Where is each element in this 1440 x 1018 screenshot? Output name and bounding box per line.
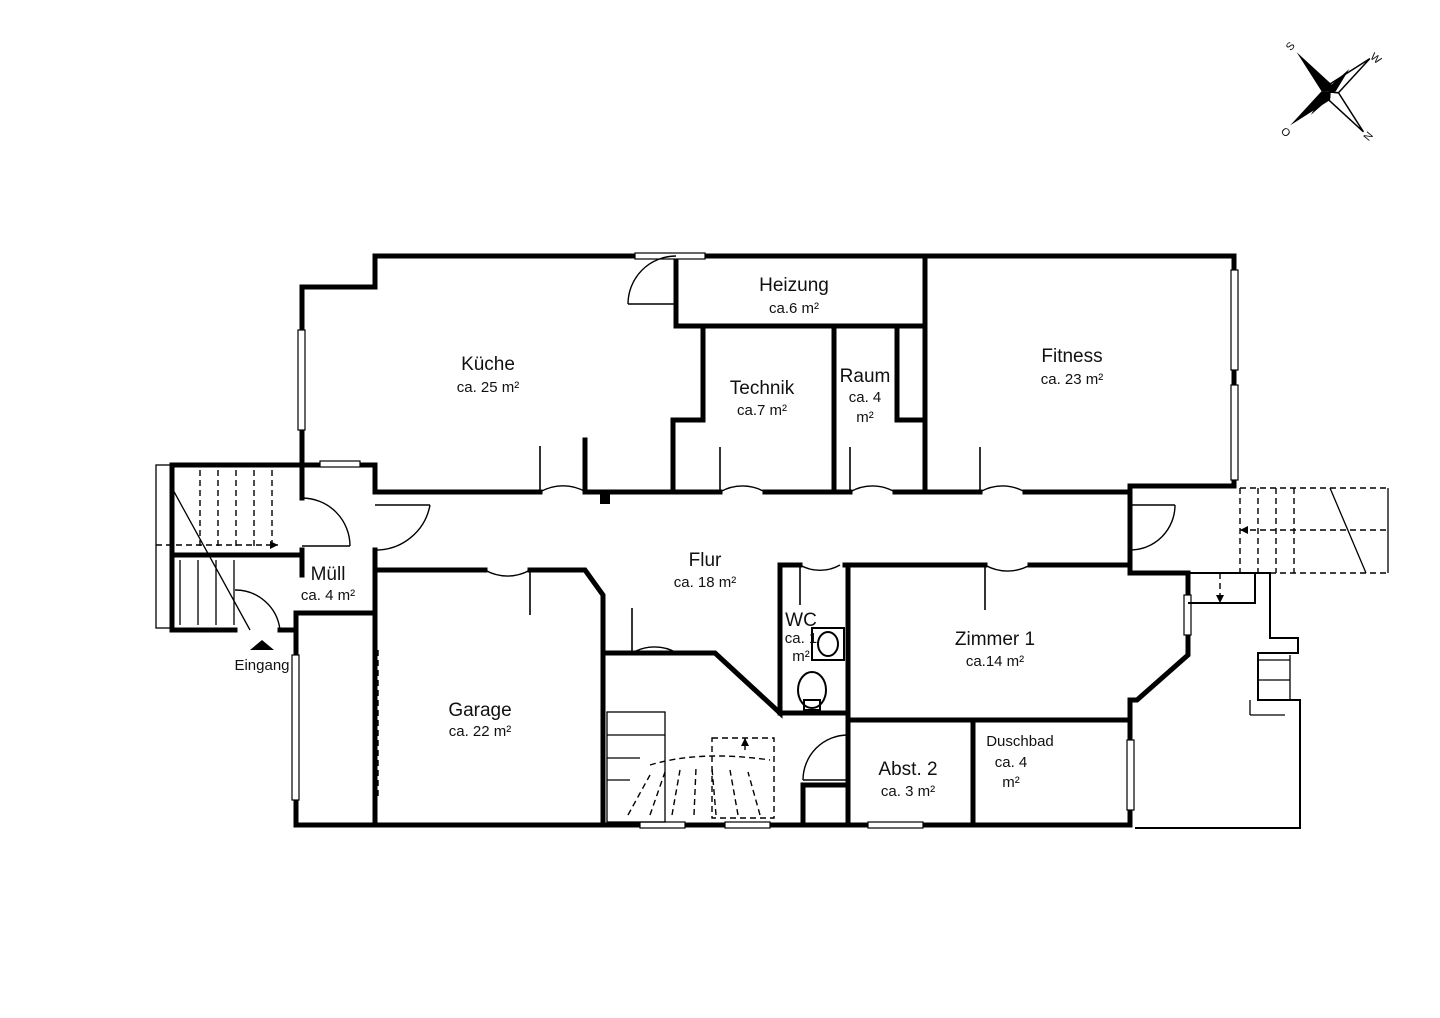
room-area-duschbad-line2: m²	[1002, 774, 1020, 791]
room-name-garage: Garage	[448, 700, 511, 721]
room-name-fitness: Fitness	[1041, 346, 1102, 367]
compass-letter-n: N	[1362, 130, 1376, 144]
room-name-abst-2: Abst. 2	[878, 759, 937, 780]
room-name-muell: Müll	[311, 564, 346, 585]
room-area-abst-2: ca. 3 m²	[881, 783, 935, 800]
room-name-heizung: Heizung	[759, 275, 829, 296]
windows	[291, 252, 1239, 829]
room-name-wc: WC	[785, 610, 817, 631]
room-area-technik: ca.7 m²	[737, 402, 787, 419]
room-name-flur: Flur	[689, 550, 722, 571]
compass-letter-w: W	[1368, 51, 1384, 67]
exterior-walls	[293, 253, 1237, 828]
room-name-zimmer-1: Zimmer 1	[955, 629, 1035, 650]
room-area-wc-line1: ca. 1	[785, 630, 818, 647]
fixtures	[250, 492, 845, 711]
room-area-wc-line2: m²	[792, 648, 810, 665]
room-area-garage: ca. 22 m²	[449, 723, 512, 740]
compass-rose: S W O N	[1278, 40, 1384, 144]
room-name-raum: Raum	[840, 366, 891, 387]
room-name-kueche: Küche	[461, 354, 515, 375]
room-area-fitness: ca. 23 m²	[1041, 371, 1104, 388]
room-area-zimmer-1: ca.14 m²	[966, 653, 1024, 670]
room-area-kueche: ca. 25 m²	[457, 379, 520, 396]
room-name-technik: Technik	[730, 378, 795, 399]
doors	[234, 255, 1176, 781]
compass-letter-s: S	[1284, 40, 1298, 53]
stairs	[155, 464, 1390, 829]
interior-walls	[169, 253, 1133, 828]
compass-letter-o: O	[1278, 125, 1293, 140]
room-area-flur: ca. 18 m²	[674, 574, 737, 591]
room-labels: Küche ca. 25 m² Heizung ca.6 m² Technik …	[234, 275, 1103, 800]
room-area-heizung: ca.6 m²	[769, 300, 819, 317]
room-area-raum-line2: m²	[856, 409, 874, 426]
room-area-raum-line1: ca. 4	[849, 389, 882, 406]
entrance-label: Eingang	[234, 657, 289, 674]
room-area-duschbad-line1: ca. 4	[995, 754, 1028, 771]
room-area-muell: ca. 4 m²	[301, 587, 355, 604]
room-name-duschbad: Duschbad	[986, 733, 1054, 750]
